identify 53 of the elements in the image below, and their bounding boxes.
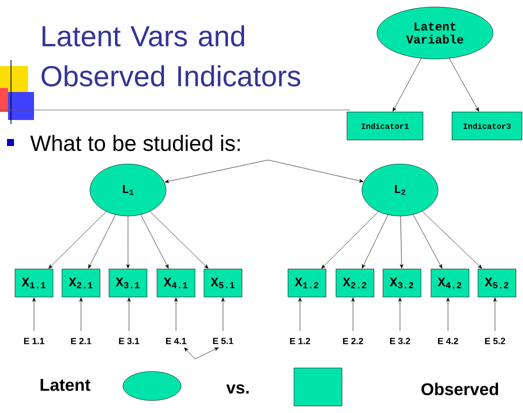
arrow <box>362 214 388 268</box>
comparison-word: Latent <box>40 379 90 391</box>
arrow <box>164 160 364 183</box>
arrow <box>400 216 404 268</box>
indicator-box: Indicator3 <box>452 112 522 140</box>
arrow <box>392 58 422 112</box>
observed-box: X$_{2.2}$ <box>336 268 374 298</box>
observed-box: X$_{5.2}$ <box>478 268 516 298</box>
arrow <box>32 298 36 332</box>
observed-box: X$_{4.1}$ <box>156 268 196 298</box>
observed-box: X$_{2.1}$ <box>62 268 100 298</box>
observed-box: X$_{4.2}$ <box>430 268 470 298</box>
error-label: E 2.2 <box>343 338 364 344</box>
error-label: E 1.1 <box>24 338 44 344</box>
bullet-text: What to be studied is: <box>30 134 240 152</box>
latent-ellipse <box>122 371 182 401</box>
arrow <box>351 298 355 332</box>
error-label: E 5.2 <box>485 338 506 344</box>
arrow <box>150 211 208 269</box>
arrow <box>321 211 379 269</box>
observed-box: X$_{3.2}$ <box>382 268 422 298</box>
error-label: E 3.2 <box>390 338 410 344</box>
indicator-box: Indicator1 <box>346 112 424 140</box>
comparison-word: vs. <box>226 384 249 394</box>
arrow <box>221 298 225 332</box>
arrow <box>48 211 106 269</box>
error-label: E 4.1 <box>166 338 186 344</box>
error-label: E 5.1 <box>213 338 234 344</box>
arrow <box>184 347 219 360</box>
error-label: E 1.2 <box>290 338 310 344</box>
arrow <box>298 298 302 332</box>
observed-box <box>294 368 342 406</box>
arrow <box>174 298 178 332</box>
error-label: E 2.1 <box>71 338 92 344</box>
observed-box: X$_{5.1}$ <box>204 268 242 298</box>
arrow <box>140 214 169 269</box>
arrow <box>398 298 402 332</box>
observed-box: X$_{3.1}$ <box>108 268 148 298</box>
comparison-word: Observed <box>421 382 498 396</box>
arrow <box>413 214 442 269</box>
arrow <box>127 298 131 332</box>
observed-box: X$_{1.2}$ <box>288 268 326 298</box>
error-label: E 3.1 <box>119 338 140 344</box>
observed-box: X$_{1.1}$ <box>14 268 54 298</box>
arrow <box>449 58 479 112</box>
arrow <box>126 216 130 268</box>
arrow <box>446 298 450 332</box>
arrow <box>88 214 116 269</box>
title: Latent Vars and Observed Indicators <box>42 25 300 86</box>
error-label: E 4.2 <box>438 338 458 344</box>
arrow <box>79 298 83 332</box>
arrow <box>493 298 497 332</box>
arrow <box>422 211 482 269</box>
